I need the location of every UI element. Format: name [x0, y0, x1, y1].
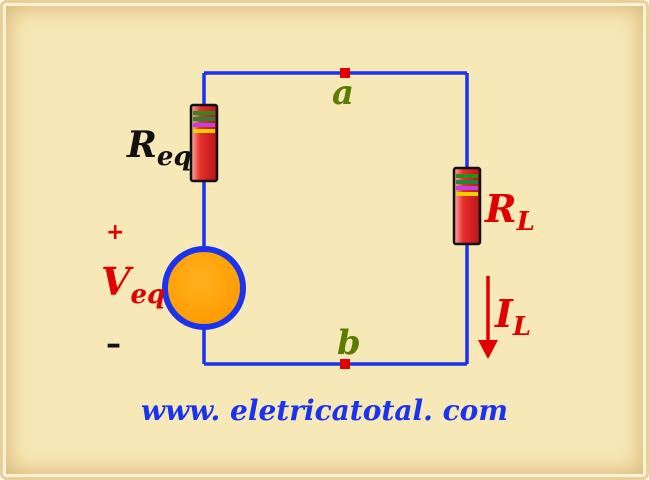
rl-label-main: R — [484, 186, 517, 231]
node-a-marker — [340, 68, 350, 78]
veq-label-sub: eq — [130, 280, 165, 310]
minus-sign: – — [106, 327, 121, 362]
veq-label-main: V — [101, 259, 134, 304]
req-label-sub: eq — [157, 142, 192, 172]
website-url: www. eletricatotal. com — [141, 394, 508, 427]
req-label: Req — [126, 124, 192, 172]
resistor-rl — [452, 166, 482, 246]
plus-sign: + — [106, 220, 124, 245]
current-arrow-icon — [478, 276, 498, 359]
circuit-wires — [202, 71, 469, 366]
il-label: IL — [494, 291, 531, 342]
node-b-marker — [340, 359, 350, 369]
veq-label: Veq — [101, 259, 165, 310]
node-a-label: a — [332, 73, 354, 113]
il-label-sub: L — [512, 312, 531, 342]
rl-label: RL — [484, 186, 535, 237]
rl-label-sub: L — [516, 207, 535, 237]
req-label-main: R — [126, 124, 157, 166]
resistor-req — [189, 103, 219, 183]
il-label-main: I — [494, 291, 514, 336]
node-b-label: b — [337, 323, 361, 363]
voltage-source — [162, 246, 246, 330]
